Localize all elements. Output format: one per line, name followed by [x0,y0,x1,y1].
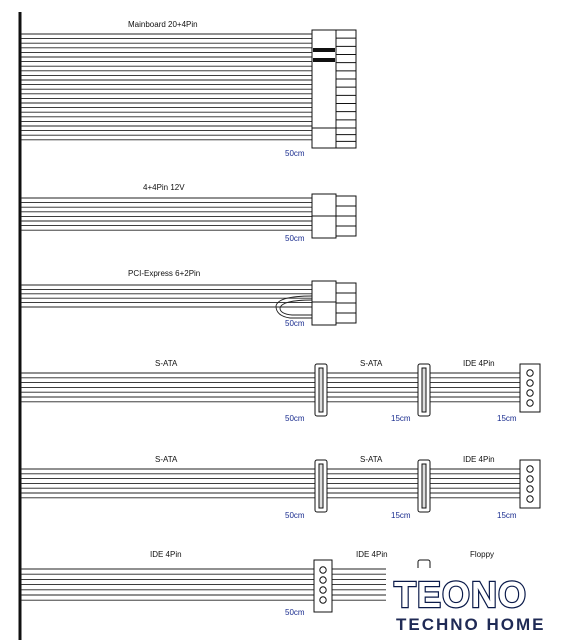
sata-chain-2-length-3: 15cm [497,511,517,520]
sata-chain-2-label-1: S-ATA [155,455,178,464]
sata-chain-1-label-2: S-ATA [360,359,383,368]
sata-connector [314,363,328,417]
sata-connector [417,363,431,417]
sata-chain-2-label-2: S-ATA [360,455,383,464]
cpu-wires [21,197,312,231]
cpu-12v-cable: 4+4Pin 12V 50cm [21,183,357,243]
sata-chain-2-label-3: IDE 4Pin [463,455,495,464]
sata-connector [417,459,431,513]
sata-chain-1-length-3: 15cm [497,414,517,423]
cpu-connector [311,193,357,239]
sata-chain-1: S-ATA S-ATA IDE 4Pin 50cm 15cm 15cm [21,359,541,423]
pcie-split-loop [275,295,313,319]
ide-chain-label-2: IDE 4Pin [356,550,388,559]
pcie-length: 50cm [285,319,305,328]
mainboard-wires [21,33,312,141]
mainboard-length: 50cm [285,149,305,158]
pcie-wires [21,284,312,308]
cpu-label: 4+4Pin 12V [143,183,185,192]
teono-logo: TEONO TECHNO HOME [386,568,575,640]
sata-chain-1-length-2: 15cm [391,414,411,423]
mainboard-cable: Mainboard 20+4Pin 50cm [21,20,357,158]
sata-chain-2-length-1: 50cm [285,511,305,520]
ide-chain-label-3: Floppy [470,550,494,559]
sata-chain-1-wires [21,372,520,403]
pcie-connector [311,280,357,326]
sata-chain-2-length-2: 15cm [391,511,411,520]
molex-connector [519,363,541,413]
sata-chain-1-label-3: IDE 4Pin [463,359,495,368]
mainboard-connector [311,29,357,149]
sata-chain-2-wires [21,468,520,499]
ide-chain-length-1: 50cm [285,608,305,617]
logo-main-text: TEONO [394,574,527,615]
ide-chain: IDE 4Pin IDE 4Pin Floppy 50cm [21,550,494,617]
pcie-label: PCI-Express 6+2Pin [128,269,200,278]
sata-connector [314,459,328,513]
cpu-length: 50cm [285,234,305,243]
logo-sub-text: TECHNO HOME [396,615,546,634]
ide-chain-label-1: IDE 4Pin [150,550,182,559]
mainboard-label: Mainboard 20+4Pin [128,20,198,29]
molex-connector [519,459,541,509]
molex-connector [313,559,333,613]
pcie-cable: PCI-Express 6+2Pin 50cm [21,269,357,328]
sata-chain-1-length-1: 50cm [285,414,305,423]
sata-chain-2: S-ATA S-ATA IDE 4Pin 50cm 15cm 15cm [21,455,541,520]
sata-chain-1-label-1: S-ATA [155,359,178,368]
